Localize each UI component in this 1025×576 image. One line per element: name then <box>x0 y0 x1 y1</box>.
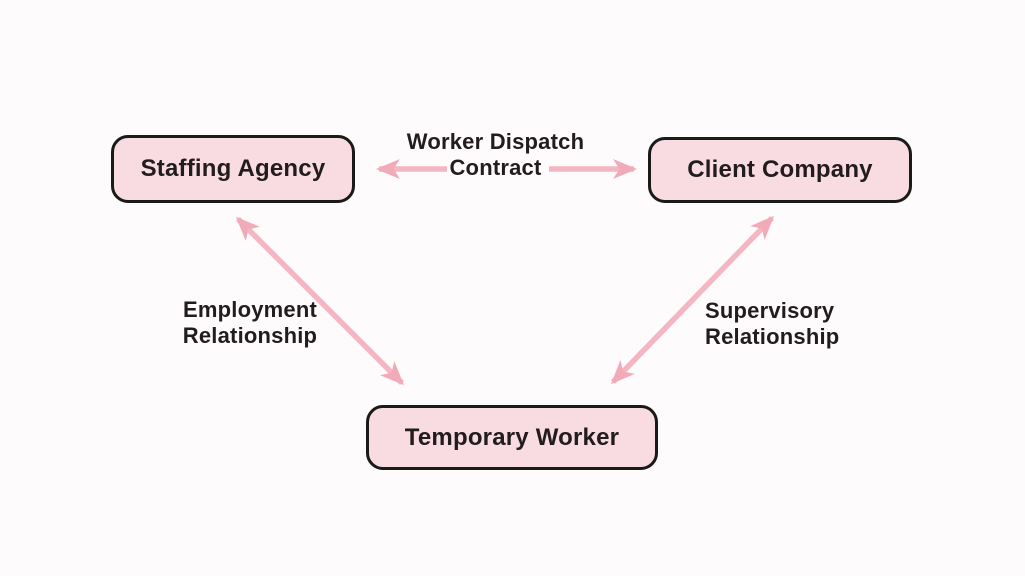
edge-label-employment-relationship: Employment Relationship <box>175 297 325 349</box>
node-label: Staffing Agency <box>140 155 326 182</box>
edge-label-line: Supervisory <box>705 298 835 323</box>
edge-label-line: Relationship <box>705 324 840 349</box>
supervisory-relationship-arrow <box>610 215 775 385</box>
edge-label-worker-dispatch-contract: Worker Dispatch Contract <box>378 129 613 181</box>
node-label: Temporary Worker <box>404 423 620 451</box>
edge-label-line: Employment <box>182 297 318 322</box>
employment-relationship-arrow <box>235 216 405 386</box>
edge-label-supervisory-relationship: Supervisory Relationship <box>705 298 875 350</box>
edge-label-line: Worker Dispatch <box>406 129 585 154</box>
node-client-company: Client Company <box>648 137 912 203</box>
node-label: Client Company <box>687 156 873 183</box>
node-staffing-agency: Staffing Agency <box>111 135 355 203</box>
edge-label-line: Contract <box>449 155 542 180</box>
edge-label-line: Relationship <box>182 323 318 348</box>
node-temporary-worker: Temporary Worker <box>366 405 658 470</box>
